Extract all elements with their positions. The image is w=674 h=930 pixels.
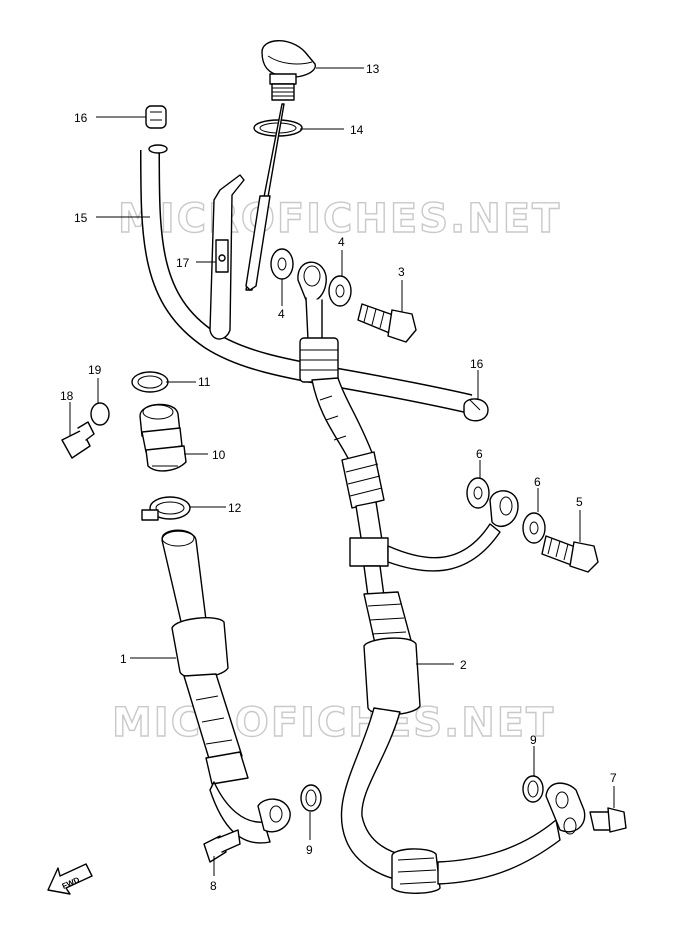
callout-8: 8	[210, 879, 217, 893]
part-1-oil-hose	[161, 529, 291, 844]
part-13-oil-cap	[261, 40, 316, 101]
part-7-bolt	[589, 807, 627, 833]
part-4-washer-a	[270, 248, 294, 280]
watermark-bottom: MICROFICHES.NET	[112, 700, 555, 746]
callout-6-right: 6	[534, 475, 541, 489]
part-4-washer-b	[328, 275, 352, 307]
callout-16-right: 16	[470, 357, 484, 371]
part-9-o-ring-a	[300, 784, 322, 812]
part-18-plug	[61, 421, 95, 459]
part-2-branch-pipe	[387, 490, 519, 572]
watermark-top: MICROFICHES.NET	[118, 196, 561, 242]
callout-7: 7	[610, 771, 617, 785]
leader-lines	[69, 67, 615, 876]
fwd-direction-arrow: FWD	[47, 863, 93, 895]
callout-3: 3	[398, 265, 405, 279]
callout-1: 1	[120, 652, 127, 666]
callout-4-left: 4	[278, 307, 285, 321]
part-9-o-ring-b	[522, 775, 544, 803]
part-19-gasket	[90, 402, 110, 426]
part-15-breather-hose	[140, 144, 473, 414]
part-3-union-bolt	[357, 303, 417, 343]
part-10-oil-pressure-switch	[139, 403, 187, 472]
part-17-guide	[209, 174, 245, 340]
callout-13: 13	[366, 62, 380, 76]
part-12-hose-clamp	[141, 496, 191, 521]
callout-18: 18	[60, 389, 74, 403]
callout-5: 5	[576, 495, 583, 509]
callout-9-bottom: 9	[306, 843, 313, 857]
callout-4-top: 4	[338, 235, 345, 249]
part-2-oil-hose	[297, 261, 586, 894]
part-16-clamp-right	[463, 398, 489, 422]
part-6-washer-a	[466, 477, 490, 509]
callout-6-top: 6	[476, 447, 483, 461]
callout-17: 17	[176, 256, 190, 270]
callout-16-top: 16	[74, 111, 88, 125]
callout-2: 2	[460, 658, 467, 672]
part-6-washer-b	[522, 512, 546, 544]
part-5-union-bolt	[541, 535, 599, 573]
callout-9-right: 9	[530, 733, 537, 747]
callout-11: 11	[198, 375, 211, 389]
callout-12: 12	[228, 501, 242, 515]
part-8-bolt	[203, 829, 241, 863]
callout-10: 10	[212, 448, 226, 462]
part-16-clamp-top	[145, 105, 167, 129]
callout-15: 15	[74, 211, 88, 225]
callout-14: 14	[350, 123, 364, 137]
callout-19: 19	[88, 363, 102, 377]
part-11-o-ring	[131, 371, 169, 393]
